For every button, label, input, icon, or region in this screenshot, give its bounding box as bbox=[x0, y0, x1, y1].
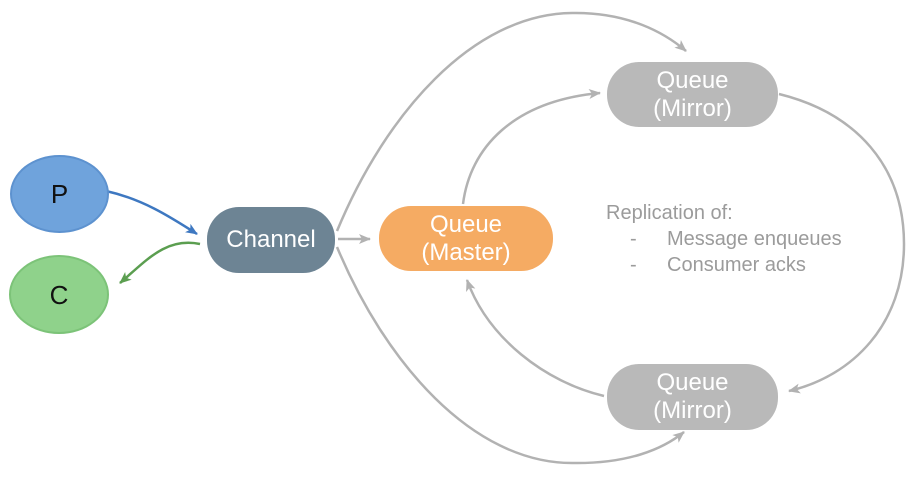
replication-note-item-text: Message enqueues bbox=[667, 228, 842, 250]
consumer-label: C bbox=[49, 279, 69, 310]
queue-mirror-bottom-label-line2: (Mirror) bbox=[653, 397, 732, 424]
replication-note-bullet: - bbox=[630, 254, 637, 276]
replication-note-title: Replication of: bbox=[606, 202, 733, 224]
arrow-master-to-top-mirror bbox=[461, 89, 601, 205]
replication-note-item: - Message enqueues bbox=[606, 226, 916, 252]
producer-label: P bbox=[50, 179, 69, 209]
replication-note-bullet: - bbox=[630, 228, 637, 250]
queue-master-label-line2: (Master) bbox=[421, 238, 511, 266]
channel-node: Channel bbox=[207, 207, 335, 273]
replication-note: Replication of: - Message enqueues - Con… bbox=[606, 200, 916, 278]
arrow-producer-to-channel bbox=[105, 189, 198, 236]
arrow-top-mirror-to-bottom-mirror bbox=[778, 92, 906, 394]
queue-mirror-top-node: Queue (Mirror) bbox=[607, 62, 778, 127]
arrow-channel-to-bottom-mirror-outer bbox=[335, 246, 685, 465]
replication-note-item-text: Consumer acks bbox=[667, 254, 806, 276]
queue-master-label-line1: Queue bbox=[429, 210, 503, 238]
consumer-node: C bbox=[9, 255, 109, 334]
producer-node: P bbox=[10, 155, 109, 233]
arrow-bottom-mirror-to-master bbox=[465, 279, 605, 398]
queue-mirror-bottom-node: Queue (Mirror) bbox=[607, 364, 778, 430]
replication-note-item: - Consumer acks bbox=[606, 252, 916, 278]
arrow-channel-to-top-mirror-outer bbox=[335, 11, 687, 232]
arrow-channel-to-consumer bbox=[119, 241, 201, 284]
queue-mirror-top-label-line2: (Mirror) bbox=[653, 94, 732, 122]
channel-label: Channel bbox=[226, 226, 316, 253]
queue-mirror-bottom-label-line1: Queue bbox=[656, 369, 729, 396]
queue-mirror-top-label-line1: Queue bbox=[656, 66, 729, 94]
queue-master-node: Queue (Master) bbox=[379, 206, 553, 271]
